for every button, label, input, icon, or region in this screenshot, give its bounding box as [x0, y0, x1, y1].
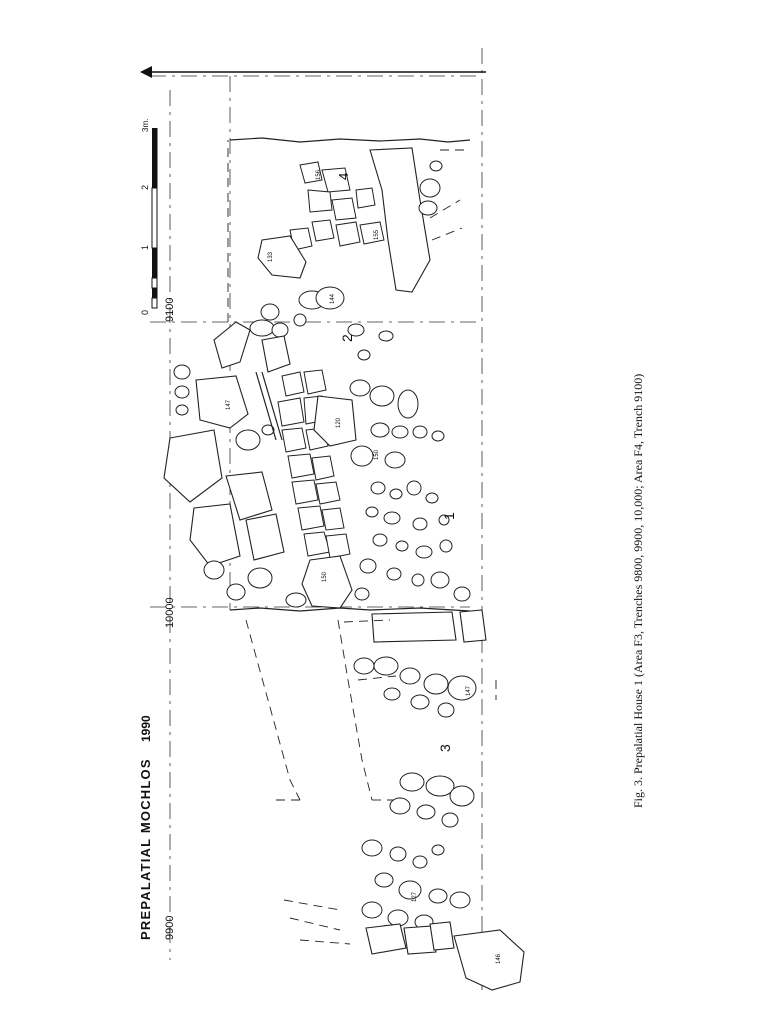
scale-tick-1: 1 — [140, 245, 150, 250]
room-3: 3 147 — [245, 619, 497, 828]
figure-caption: Fig. 3. Prepalatial House 1 (Area F3, Tr… — [631, 374, 645, 808]
grid-label-9900: 9900 — [164, 916, 176, 940]
elevation-133: 133 — [268, 251, 274, 262]
grid-label-9100: 9100 — [164, 298, 176, 322]
elevation-150-lower: 150 — [322, 571, 328, 582]
room-number-1: 1 — [441, 512, 457, 520]
elevation-147-lower: 147 — [466, 685, 472, 696]
elevation-146: 146 — [496, 953, 502, 964]
trench-9900-area: 127 146 — [283, 839, 525, 991]
north-arrow — [140, 66, 486, 78]
elevation-147-upper: 147 — [226, 399, 232, 410]
central-wall: 120 150 150 — [277, 369, 445, 609]
room-number-3: 3 — [437, 744, 453, 752]
plan-title-text: PREPALATIAL MOCHLOS — [138, 758, 153, 940]
west-slabs: 147 — [163, 364, 307, 608]
scale-tick-3: 3m. — [141, 119, 150, 132]
wall-area-4: 4 156 155 133 — [229, 137, 471, 293]
elevation-155: 155 — [374, 229, 380, 240]
scale-tick-2: 2 — [140, 185, 150, 190]
plan-year: 1990 — [139, 715, 153, 742]
room-2: 2 144 — [213, 286, 394, 373]
elevation-156: 156 — [316, 169, 322, 180]
room-number-4: 4 — [336, 173, 351, 180]
scale-tick-0: 0 — [140, 310, 150, 315]
room-number-2: 2 — [339, 334, 355, 342]
trench-10000-edge — [229, 607, 487, 643]
room-1: 1 — [354, 480, 471, 602]
elevation-127: 127 — [412, 891, 418, 902]
plan-title: PREPALATIAL MOCHLOS 1990 — [138, 715, 153, 940]
elevation-150-upper: 150 — [374, 449, 380, 460]
scale-bar: 0 1 2 3m. — [140, 119, 158, 315]
elevation-120: 120 — [336, 417, 342, 428]
grid-label-10000: 10000 — [164, 597, 176, 628]
elevation-144: 144 — [330, 293, 336, 304]
